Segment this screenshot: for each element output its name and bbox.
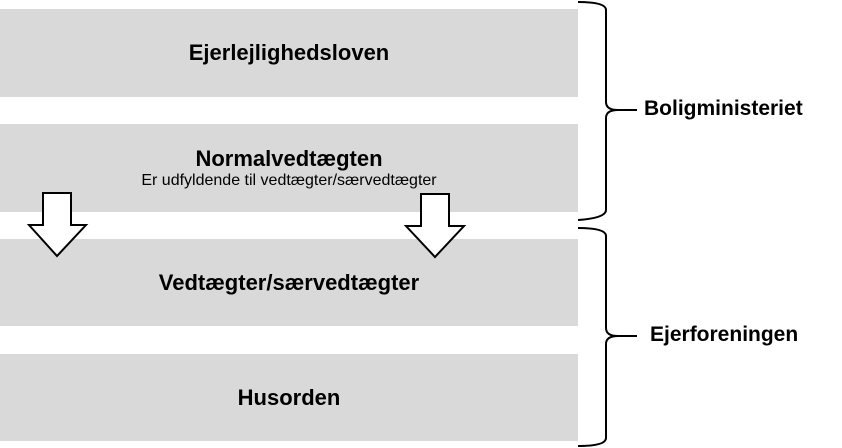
box-title: Husorden	[237, 384, 341, 410]
box-subtitle: Er udfyldende til vedtægter/særvedtægter	[141, 172, 437, 189]
down-arrow-right-icon	[403, 193, 467, 259]
group-label-boligministeriet: Boligministeriet	[644, 97, 803, 120]
box-title: Ejerlejlighedsloven	[188, 40, 390, 65]
box-normalvedtaegten: Normalvedtægten Er udfyldende til vedtæg…	[0, 124, 578, 212]
box-husorden: Husorden	[0, 354, 578, 441]
down-arrow-left-icon	[26, 192, 89, 258]
box-ejerlejlighedsloven: Ejerlejlighedsloven	[0, 9, 578, 97]
box-title: Vedtægter/særvedtægter	[158, 269, 420, 295]
box-vedtaegter: Vedtægter/særvedtægter	[0, 239, 578, 326]
group-label-ejerforeningen: Ejerforeningen	[650, 323, 799, 346]
brace-boligministeriet-icon	[577, 1, 619, 221]
brace-ejerforeningen-icon	[577, 227, 619, 447]
box-title: Normalvedtægten	[195, 146, 383, 171]
